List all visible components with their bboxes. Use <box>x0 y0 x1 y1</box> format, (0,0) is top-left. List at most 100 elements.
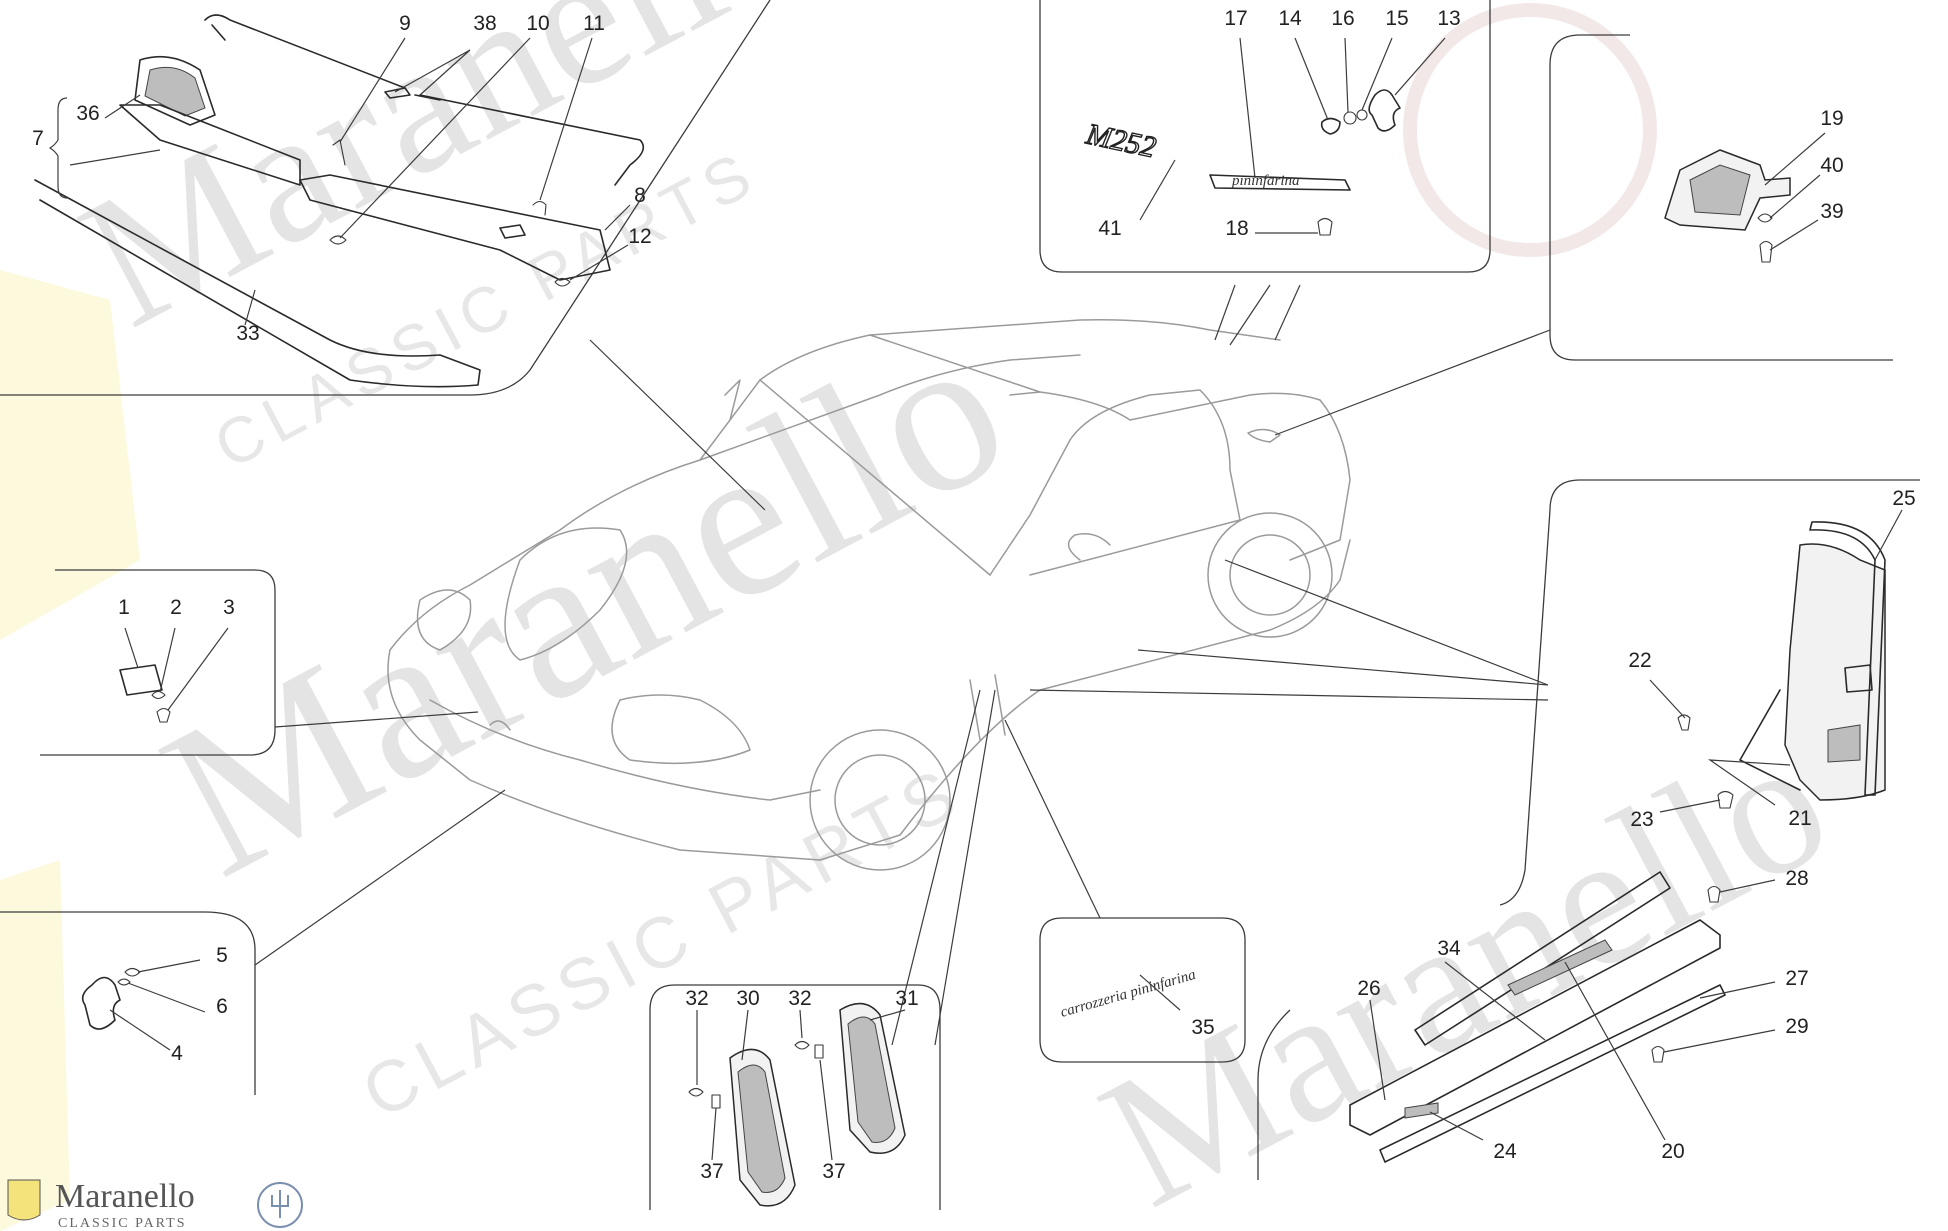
leader-10 <box>339 37 531 239</box>
callout-13: 13 <box>1437 7 1460 30</box>
callout-9: 9 <box>399 12 411 35</box>
leader-34 <box>1444 961 1546 1041</box>
callout-3: 3 <box>223 596 235 619</box>
frame-bottom-center <box>649 984 941 1210</box>
car-headlight-right <box>611 694 751 765</box>
leader-left-middle-to-bumper <box>274 711 479 728</box>
leader-6 <box>127 982 206 1013</box>
panel-frames <box>0 0 1920 1210</box>
pininfarina-script-17: pininfarina <box>1231 173 1300 189</box>
frame-top-right <box>1549 34 1893 361</box>
leader-39 <box>1769 219 1819 251</box>
callout-21: 21 <box>1788 807 1811 830</box>
brand-logo: Maranello CLASSIC PARTS <box>7 1178 303 1231</box>
washer-37-right <box>814 1044 824 1059</box>
leader-38 <box>394 49 471 96</box>
callout-2: 2 <box>170 596 182 619</box>
washer-15 <box>1356 109 1368 121</box>
car-mirror <box>1067 533 1111 561</box>
callout-4: 4 <box>171 1042 183 1065</box>
cowl-panel-slot <box>499 224 526 239</box>
car-front-wheel <box>809 729 951 871</box>
sill-insert-20 <box>1507 939 1613 996</box>
callout-17: 17 <box>1224 7 1247 30</box>
pillar-vent-fuel-symbol <box>1844 664 1873 693</box>
panel-front-horse-badge <box>81 959 206 1051</box>
leader-12 <box>569 244 629 281</box>
frame-left-bottom <box>0 911 256 1095</box>
callout-27: 27 <box>1785 967 1808 990</box>
seal-38-a <box>384 87 411 99</box>
leader-14 <box>1294 37 1329 121</box>
callout-38: 38 <box>473 12 496 35</box>
leader-right-middle-to-side <box>1029 559 1549 701</box>
car-front-rim <box>834 754 926 846</box>
prancing-horse-badge-13 <box>1368 89 1401 132</box>
callout-31: 31 <box>895 987 918 1010</box>
leader-27 <box>1699 981 1776 999</box>
logo-brand-text: Maranello <box>55 1178 195 1215</box>
leader-top-center-to-roof <box>1214 284 1301 346</box>
leader-21 <box>1707 759 1791 806</box>
washer-40 <box>1757 213 1773 223</box>
car-rear-rim <box>1229 534 1311 616</box>
car-side-window-rear <box>1029 389 1241 576</box>
car-body-line-hood <box>389 354 1081 651</box>
frame-top-center <box>1039 0 1491 273</box>
panel-windscreen-cowl <box>34 14 645 388</box>
leader-22 <box>1649 679 1686 719</box>
cowl-seal-end <box>211 24 226 41</box>
cowl-panel-left <box>119 104 301 186</box>
leader-3 <box>167 627 229 711</box>
leader-35 <box>1139 974 1181 1011</box>
callout-29: 29 <box>1785 1015 1808 1038</box>
callout-8: 8 <box>634 184 646 207</box>
leader-left-bottom-to-bumper <box>254 789 506 966</box>
washer-6 <box>117 978 131 986</box>
screw-3 <box>156 707 171 723</box>
callout-5: 5 <box>216 944 228 967</box>
watermark-shield-shape <box>0 270 140 640</box>
leader-16 <box>1344 37 1349 113</box>
callout-16: 16 <box>1331 7 1354 30</box>
car-hood-vent <box>504 527 628 661</box>
callout-34: 34 <box>1437 937 1461 960</box>
watermark: Maranello CLASSIC PARTS Maranello CLASSI… <box>0 0 1859 1231</box>
callout-11: 11 <box>583 12 605 35</box>
sill-pad-24 <box>1404 1102 1439 1119</box>
callout-6: 6 <box>216 995 228 1018</box>
callout-25: 25 <box>1892 487 1915 510</box>
leader-top-right-to-fuel-flap <box>1274 329 1551 436</box>
car-rear-quarter <box>1289 399 1351 561</box>
washer-2 <box>151 690 166 700</box>
sill-rubber-27 <box>1379 984 1726 1163</box>
plate-1 <box>119 664 163 696</box>
car-front-bumper <box>387 649 821 861</box>
leader-lines <box>254 284 1551 1046</box>
watermark-brand-bottom: Maranello <box>1071 695 1859 1231</box>
callout-32: 32 <box>685 987 708 1010</box>
car-roof-front <box>699 318 1281 461</box>
leader-19 <box>1764 132 1826 186</box>
watermark-emblem-circle <box>1403 3 1657 257</box>
car-wiper <box>724 379 741 421</box>
panel-fuel-flap <box>1664 132 1826 263</box>
leader-11 <box>539 37 593 201</box>
bracket-7 <box>48 97 68 199</box>
panel-rear-badges: M252 pininfarina <box>1082 37 1446 236</box>
car-roof-rear <box>1039 391 1321 421</box>
leader-40 <box>1769 174 1821 219</box>
leader-2 <box>159 627 176 693</box>
pillar-vent-grille <box>1827 724 1861 763</box>
side-vent-31-mesh <box>847 1016 896 1143</box>
callout-24: 24 <box>1493 1140 1517 1163</box>
leader-8 <box>604 204 631 231</box>
callout-22: 22 <box>1628 649 1651 672</box>
leader-15 <box>1361 37 1393 111</box>
car-sill-line <box>819 539 1351 861</box>
callout-10: 10 <box>526 12 549 35</box>
cowl-seal-upper <box>204 14 406 89</box>
trident-emblem-icon <box>257 1182 303 1228</box>
car-outline <box>387 318 1351 871</box>
